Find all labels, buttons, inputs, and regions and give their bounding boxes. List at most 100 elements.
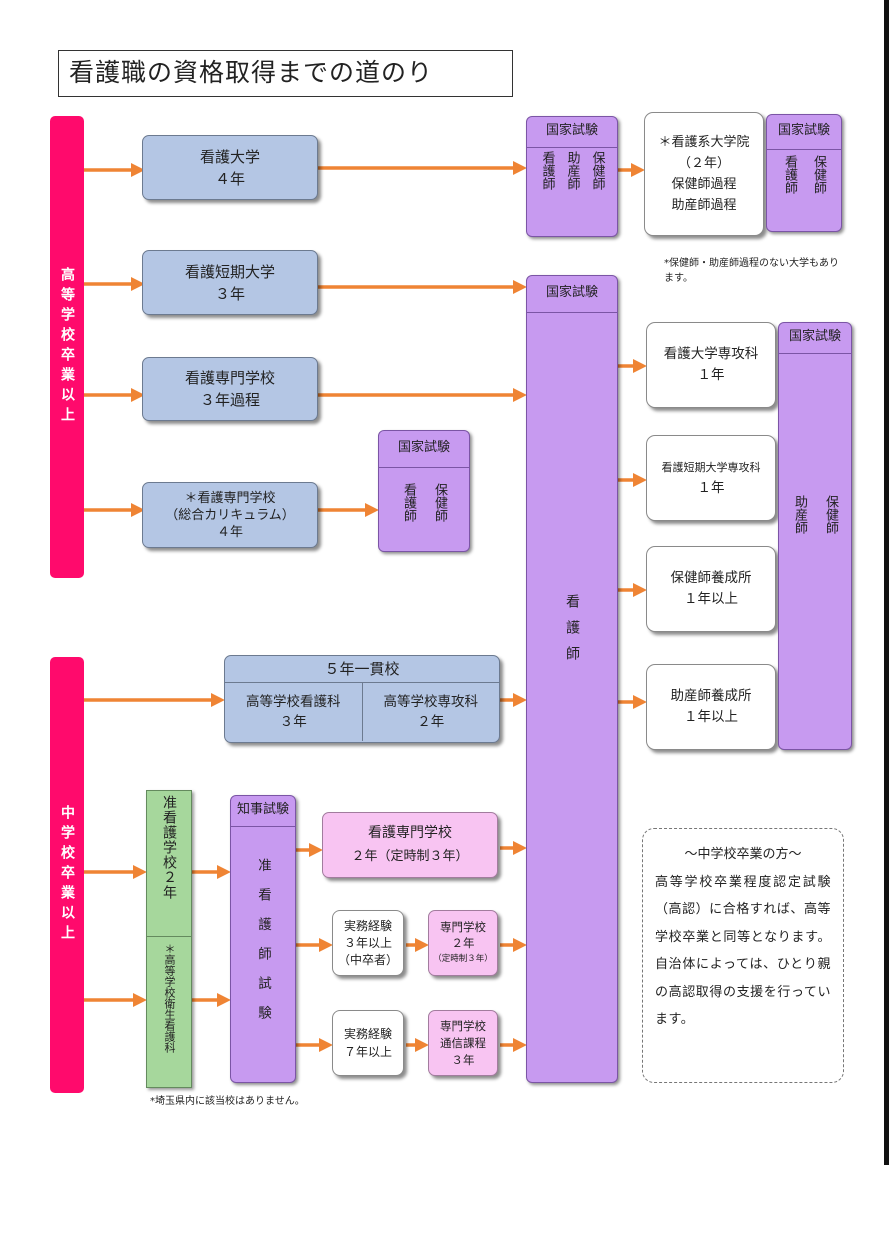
pink-line: ３年 [451, 1052, 475, 1067]
page-right-border [884, 0, 889, 1165]
vocational-school-box-2: 専門学校 ２年 （定時制３年） [428, 910, 498, 976]
grad-line: 助産師過程 [671, 198, 737, 213]
five-year-left: 高等学校看護科 ３年 [225, 683, 363, 741]
pink-line: 通信課程 [440, 1035, 486, 1050]
hs-health-nursing-label: ＊高等学校衛生看護科 [163, 943, 176, 1053]
high-school-graduate-bar: 高等学校卒業以上 [50, 116, 84, 578]
post-name: 助産師養成所 [670, 688, 752, 704]
exam-columns: 看護師 保健師 [767, 155, 841, 231]
nurse-label: 看護師 [564, 594, 580, 672]
nursing-university-box: 看護大学 ４年 [142, 135, 318, 200]
exam-col: 看護師 [401, 483, 416, 522]
post-name: 看護大学専攻科 [663, 346, 759, 362]
route-name: 看護専門学校 [184, 369, 275, 387]
exam-col: 保健師 [823, 495, 838, 534]
correspondence-school-box: 専門学校 通信課程 ３年 [428, 1010, 498, 1076]
graduate-note: *保健師・助産師過程のない大学もあります。 [664, 258, 839, 284]
exp-line: （中卒者） [337, 952, 398, 967]
route-line: ４年 [216, 524, 243, 540]
post-name: 保健師養成所 [670, 570, 752, 586]
national-exam-header: 国家試験 [779, 323, 851, 354]
route-line: （総合カリキュラム） [165, 507, 295, 523]
footnote: *埼玉県内に該当校はありません。 [150, 1096, 305, 1107]
experience-7yr-box: 実務経験 ７年以上 [332, 1010, 404, 1076]
national-exam-grad-box: 国家試験 看護師 保健師 [766, 114, 842, 232]
assistant-school-cell: 准看護学校２年 [147, 791, 191, 937]
experience-3yr-box: 実務経験 ３年以上 （中卒者） [332, 910, 404, 976]
assistant-exam-label-wrap: 准看護師試験 [231, 858, 295, 1035]
five-year-school-box: ５年一貫校 高等学校看護科 ３年 高等学校専攻科 ２年 [224, 655, 500, 743]
five-year-title: ５年一貫校 [225, 656, 499, 683]
five-year-left-years: ３年 [279, 714, 307, 730]
national-exam-top-box: 国家試験 看護師 助産師 保健師 [526, 116, 618, 237]
national-exam-header: 国家試験 [527, 117, 617, 148]
national-exam-header: 国家試験 [527, 276, 617, 313]
exam-col: 助産師 [792, 495, 807, 534]
route-name: 看護短期大学 [184, 262, 275, 281]
post-univ-box: 看護大学専攻科 １年 [646, 322, 776, 408]
pink-line: ２年 [451, 936, 475, 950]
hs-health-nursing-cell: ＊高等学校衛生看護科 [147, 937, 191, 1087]
exam-columns: 看護師 保健師 [379, 483, 469, 551]
post-years: １年 [697, 480, 725, 496]
pink-line: 専門学校 [440, 920, 486, 934]
national-exam-integrated-box: 国家試験 看護師 保健師 [378, 430, 470, 552]
assistant-exam-label: 准看護師試験 [255, 858, 271, 1035]
five-year-right-years: ２年 [417, 714, 445, 730]
route-name: 看護大学 [199, 147, 260, 166]
assistant-nurse-school-box: 准看護学校２年 ＊高等学校衛生看護科 [146, 790, 192, 1088]
nursing-vocational-school-box: 看護専門学校 ３年過程 [142, 357, 318, 421]
exam-col: 保健師 [811, 155, 826, 194]
five-year-right-name: 高等学校専攻科 [383, 694, 479, 710]
post-years: １年以上 [684, 591, 738, 607]
post-years: １年 [697, 367, 725, 383]
pink-years: ２年（定時制３年） [351, 849, 469, 864]
exam-columns: 看護師 助産師 保健師 [527, 151, 617, 236]
grad-line: 保健師過程 [671, 177, 737, 192]
graduate-school-box: ＊看護系大学院 （２年） 保健師過程 助産師過程 [644, 112, 764, 236]
route-line: ＊看護専門学校 [184, 490, 276, 506]
junior-high-graduate-bar: 中学校卒業以上 [50, 657, 84, 1093]
exam-col: 看護師 [539, 151, 555, 190]
five-year-right: 高等学校専攻科 ２年 [363, 683, 500, 741]
post-junior-college-box: 看護短期大学専攻科 １年 [646, 435, 776, 521]
national-exam-nurse-column: 国家試験 看護師 [526, 275, 618, 1083]
pink-name: 看護専門学校 [368, 825, 452, 841]
national-exam-header: 国家試験 [767, 115, 841, 150]
grad-line: ＊看護系大学院 [658, 135, 750, 150]
national-exam-right-column: 国家試験 助産師 保健師 [778, 322, 852, 750]
prefectural-exam-column: 知事試験 准看護師試験 [230, 795, 296, 1083]
exam-col: 助産師 [564, 151, 580, 190]
route-years: ４年 [214, 169, 245, 188]
exp-line: 実務経験 [343, 918, 392, 933]
nurse-label-wrap: 看護師 [527, 594, 617, 672]
exam-col: 看護師 [782, 155, 797, 194]
route-years: ３年過程 [199, 391, 260, 409]
exam-col: 保健師 [589, 151, 605, 190]
nursing-junior-college-box: 看護短期大学 ３年 [142, 250, 318, 315]
midwife-training-box: 助産師養成所 １年以上 [646, 664, 776, 750]
high-school-graduate-label: 高等学校卒業以上 [59, 267, 75, 427]
exp-line: 実務経験 [343, 1027, 392, 1041]
five-year-left-name: 高等学校看護科 [246, 694, 341, 710]
grad-line: （２年） [677, 156, 730, 171]
exam-col: 保健師 [432, 483, 447, 522]
vocational-school-2yr-box: 看護専門学校 ２年（定時制３年） [322, 812, 498, 878]
prefectural-exam-header: 知事試験 [231, 796, 295, 827]
national-exam-header: 国家試験 [379, 431, 469, 468]
exam-columns: 助産師 保健師 [779, 495, 851, 749]
assistant-school-label: 准看護学校２年 [161, 795, 177, 900]
route-years: ３年 [214, 284, 245, 303]
phn-training-box: 保健師養成所 １年以上 [646, 546, 776, 632]
note-body: 高等学校卒業程度認定試験（高認）に合格すれば、高等学校卒業と同等となります。自治… [655, 874, 831, 1028]
junior-high-note-box: ～中学校卒業の方～ 高等学校卒業程度認定試験（高認）に合格すれば、高等学校卒業と… [642, 828, 844, 1083]
page-title: 看護職の資格取得までの道のり [58, 50, 513, 97]
exp-line: ３年以上 [343, 935, 392, 950]
pink-line: （定時制３年） [433, 954, 493, 964]
post-years: １年以上 [684, 709, 738, 725]
note-heading: ～中学校卒業の方～ [684, 847, 802, 862]
pink-line: 専門学校 [440, 1018, 486, 1033]
exp-line: ７年以上 [343, 1045, 392, 1059]
integrated-curriculum-box: ＊看護専門学校 （総合カリキュラム） ４年 [142, 482, 318, 548]
